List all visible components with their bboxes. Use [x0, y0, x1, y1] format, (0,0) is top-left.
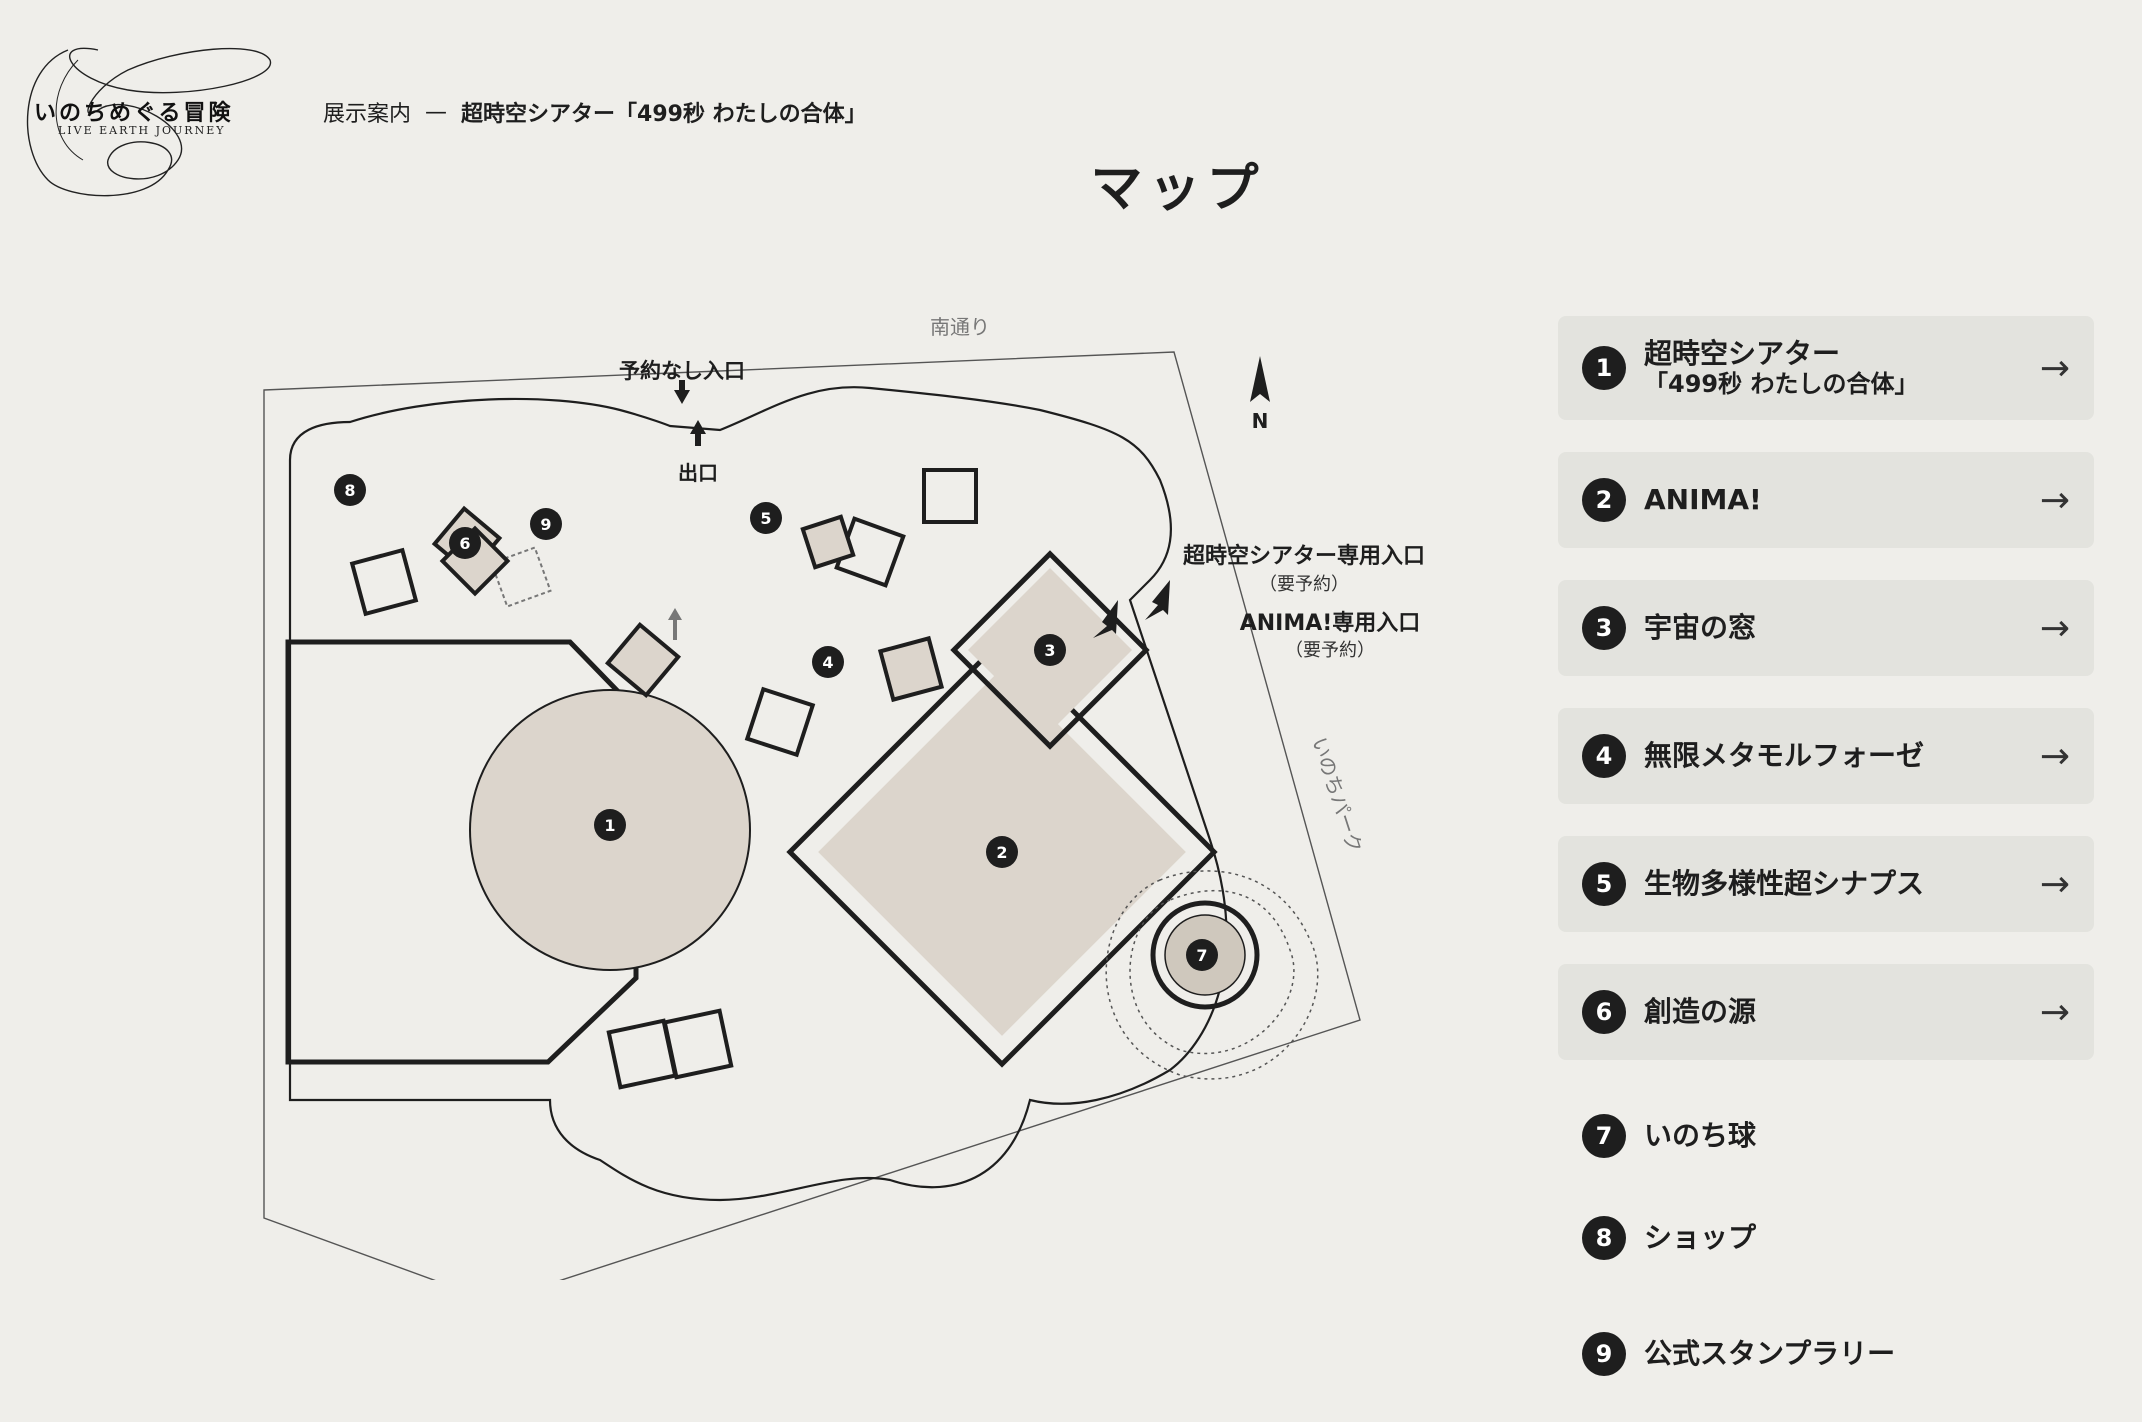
- legend-label: 宇宙の窓: [1644, 611, 1757, 645]
- marker-number: 1: [1582, 346, 1626, 390]
- svg-text:6: 6: [459, 534, 470, 553]
- anima-entrance-label: ANIMA!専用入口: [1240, 611, 1421, 636]
- theater-entrance-label: 超時空シアター専用入口: [1183, 543, 1425, 569]
- marker-number: 2: [1582, 478, 1626, 522]
- marker-number: 3: [1582, 606, 1626, 650]
- arrow-right-icon: →: [2039, 479, 2070, 521]
- legend: 1 超時空シアター「499秒 わたしの合体」 → 2 ANIMA! → 3 宇宙…: [1558, 316, 2094, 1412]
- map-marker-6[interactable]: 6: [449, 527, 481, 559]
- breadcrumb-parent-link[interactable]: 展示案内: [323, 102, 412, 127]
- exhibit-box: [349, 547, 419, 617]
- marker-number: 4: [1582, 734, 1626, 778]
- contour-line: [1129, 889, 1295, 1055]
- exit-label: 出口: [678, 461, 718, 485]
- svg-text:5: 5: [760, 509, 771, 528]
- exhibit-box: [922, 468, 978, 524]
- north-arrow-icon: N: [1250, 356, 1270, 433]
- street-south-label: 南通り: [930, 315, 990, 339]
- venue-map: 南通り いのちパーク N: [263, 315, 1425, 1280]
- marker-number: 8: [1582, 1216, 1626, 1260]
- map-marker-7[interactable]: 7: [1186, 939, 1218, 971]
- legend-item-synapse[interactable]: 5 生物多様性超シナプス →: [1558, 836, 2094, 932]
- svg-text:2: 2: [996, 843, 1007, 862]
- svg-text:4: 4: [822, 653, 833, 672]
- map-marker-9[interactable]: 9: [530, 508, 562, 540]
- street-park-label: いのちパーク: [1307, 734, 1367, 856]
- legend-label: 超時空シアター「499秒 わたしの合体」: [1644, 336, 1919, 399]
- arrow-up-icon: [668, 608, 682, 640]
- entrance-no-reservation-label: 予約なし入口: [619, 359, 745, 383]
- legend-label: ANIMA!: [1644, 483, 1762, 517]
- legend-label: 創造の源: [1644, 995, 1757, 1029]
- legend-item-metamorphose[interactable]: 4 無限メタモルフォーゼ →: [1558, 708, 2094, 804]
- page-title: マップ: [1090, 159, 1265, 219]
- legend-item-theater[interactable]: 1 超時空シアター「499秒 わたしの合体」 →: [1558, 316, 2094, 420]
- legend-label: 生物多様性超シナプス: [1644, 867, 1925, 901]
- anima-entrance-note: （要予約）: [1285, 640, 1375, 661]
- svg-text:7: 7: [1196, 946, 1207, 965]
- arrow-right-icon: →: [2039, 863, 2070, 905]
- legend-item-creation[interactable]: 6 創造の源 →: [1558, 964, 2094, 1060]
- map-marker-2[interactable]: 2: [986, 836, 1018, 868]
- theater-entrance-note: （要予約）: [1259, 574, 1349, 595]
- svg-text:8: 8: [344, 481, 355, 500]
- legend-item-shop: 8 ショップ: [1558, 1180, 2094, 1296]
- marker-number: 6: [1582, 990, 1626, 1034]
- breadcrumb: 展示案内 — 超時空シアター「499秒 わたしの合体」: [323, 96, 867, 128]
- legend-item-anima[interactable]: 2 ANIMA! →: [1558, 452, 2094, 548]
- legend-item-space-window[interactable]: 3 宇宙の窓 →: [1558, 580, 2094, 676]
- map-marker-3[interactable]: 3: [1034, 634, 1066, 666]
- site-boundary: [263, 351, 1361, 1280]
- exhibit-synapse: [800, 514, 856, 570]
- legend-item-stamp-rally: 9 公式スタンプラリー: [1558, 1296, 2094, 1412]
- svg-text:1: 1: [604, 816, 615, 835]
- marker-number: 7: [1582, 1114, 1626, 1158]
- svg-text:3: 3: [1044, 641, 1055, 660]
- arrow-right-icon: →: [2039, 607, 2070, 649]
- contour-line: [1105, 870, 1319, 1080]
- map-marker-4[interactable]: 4: [812, 646, 844, 678]
- exhibit-dashed: [490, 546, 552, 608]
- exhibit-metamorphose-b: [877, 635, 945, 703]
- marker-number: 5: [1582, 862, 1626, 906]
- arrow-right-icon: →: [2039, 991, 2070, 1033]
- marker-number: 9: [1582, 1332, 1626, 1376]
- map-marker-1[interactable]: 1: [594, 809, 626, 841]
- arrow-right-icon: →: [2039, 735, 2070, 777]
- map-marker-5[interactable]: 5: [750, 502, 782, 534]
- legend-label: ショップ: [1644, 1221, 1757, 1255]
- logo-text[interactable]: いのちめぐる冒険: [34, 101, 234, 126]
- logo-subtitle: LIVE EARTH JOURNEY: [58, 124, 226, 137]
- exhibit-box: [744, 686, 816, 758]
- map-marker-8[interactable]: 8: [334, 474, 366, 506]
- exhibit-metamorphose-a: [604, 621, 682, 699]
- theater-building: [285, 639, 639, 1065]
- logo-scribble-icon[interactable]: [8, 30, 278, 210]
- breadcrumb-separator: —: [425, 99, 448, 125]
- svg-text:N: N: [1252, 409, 1269, 433]
- entrance-arrows-icon: [674, 380, 1170, 638]
- inochi-sphere-building[interactable]: [1150, 900, 1260, 1010]
- legend-item-inochi-sphere: 7 いのち球: [1558, 1092, 2094, 1180]
- legend-label: 無限メタモルフォーゼ: [1644, 739, 1925, 773]
- legend-label: 公式スタンプラリー: [1644, 1337, 1896, 1371]
- exhibit-box: [662, 1008, 734, 1080]
- legend-label: いのち球: [1644, 1119, 1757, 1153]
- arrow-right-icon: →: [2039, 347, 2070, 389]
- breadcrumb-current: 超時空シアター「499秒 わたしの合体」: [461, 102, 867, 127]
- svg-text:9: 9: [540, 515, 551, 534]
